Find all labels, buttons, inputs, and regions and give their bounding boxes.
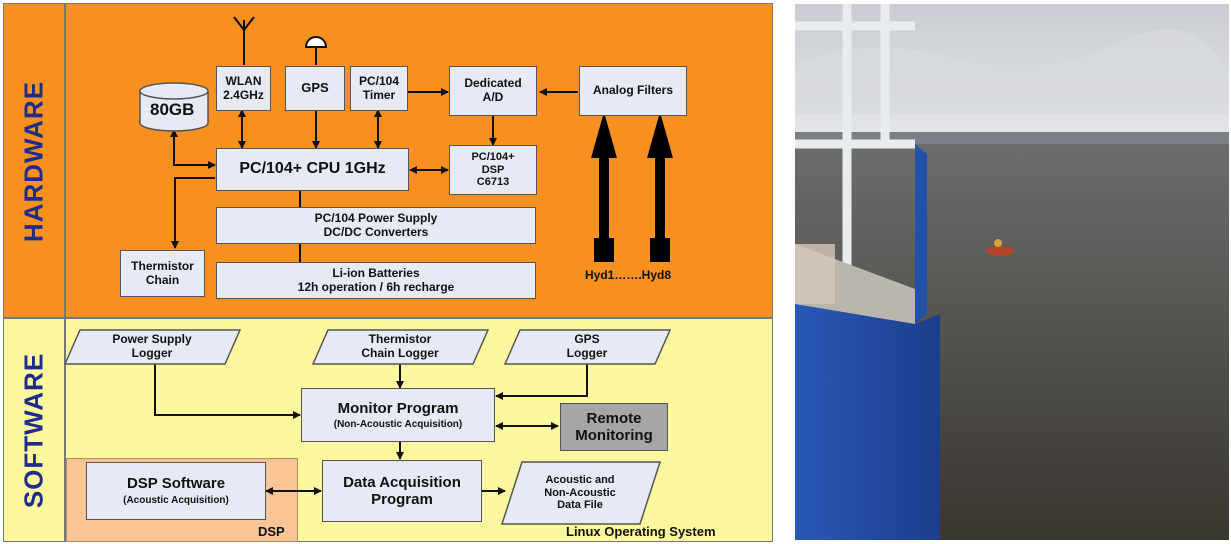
gps-antenna-icon [304,36,328,65]
thermistor-box: Thermistor Chain [120,250,205,297]
power-logger-shape [63,329,242,365]
monitor-program-box: Monitor Program (Non-Acoustic Acquisitio… [301,388,495,442]
dsp-region-label: DSP [258,524,285,539]
power-supply-box: PC/104 Power Supply DC/DC Converters [216,207,536,244]
hydrophone-1-icon [591,112,617,262]
power-logger: Power Supply Logger [112,332,192,360]
storage-label: 80GB [150,100,195,119]
data-file: Acoustic and Non-Acoustic Data File [544,474,616,512]
wlan-antenna-icon [233,16,255,65]
dsp-software-title: DSP Software [126,475,226,493]
timer-box: PC/104 Timer [350,66,408,111]
hydrophones-label: Hyd1…….Hyd8 [585,268,672,282]
dsp-software-subtitle: (Acoustic Acquisition) [123,495,229,507]
system-diagram: HARDWARE SOFTWARE [3,3,773,542]
thermistor-logger: Thermistor Chain Logger [361,332,439,360]
thermistor-logger-shape [311,329,490,365]
hydrophone-8-icon [647,112,673,262]
os-label: Linux Operating System [566,524,716,539]
hydrophone-arrows [591,112,673,262]
monitor-program-title: Monitor Program [337,399,459,417]
dsp-box: PC/104+ DSP C6713 [449,145,537,195]
wlan-box: WLAN 2.4GHz [216,66,271,111]
gps-box: GPS [285,66,345,111]
batteries-box: Li-ion Batteries 12h operation / 6h rech… [216,262,536,299]
disk-cylinder-icon [139,82,209,132]
dedicated-ad-box: Dedicated A/D [449,66,537,116]
remote-monitoring-box: Remote Monitoring [560,403,668,451]
data-acquisition-box: Data Acquisition Program [322,460,482,522]
monitor-program-subtitle: (Non-Acoustic Acquisition) [333,418,463,430]
buoy-lake-photo [795,4,1229,540]
dsp-software-box: DSP Software (Acoustic Acquisition) [86,462,266,520]
analog-filters-box: Analog Filters [579,66,687,116]
connector-layer [63,16,673,525]
data-file-shape [500,461,662,525]
photo-scene [795,4,1229,540]
gps-logger-shape [503,329,672,365]
section-divider [64,3,66,542]
cpu-box: PC/104+ CPU 1GHz [216,148,409,191]
gps-logger: GPS Logger [566,332,608,360]
